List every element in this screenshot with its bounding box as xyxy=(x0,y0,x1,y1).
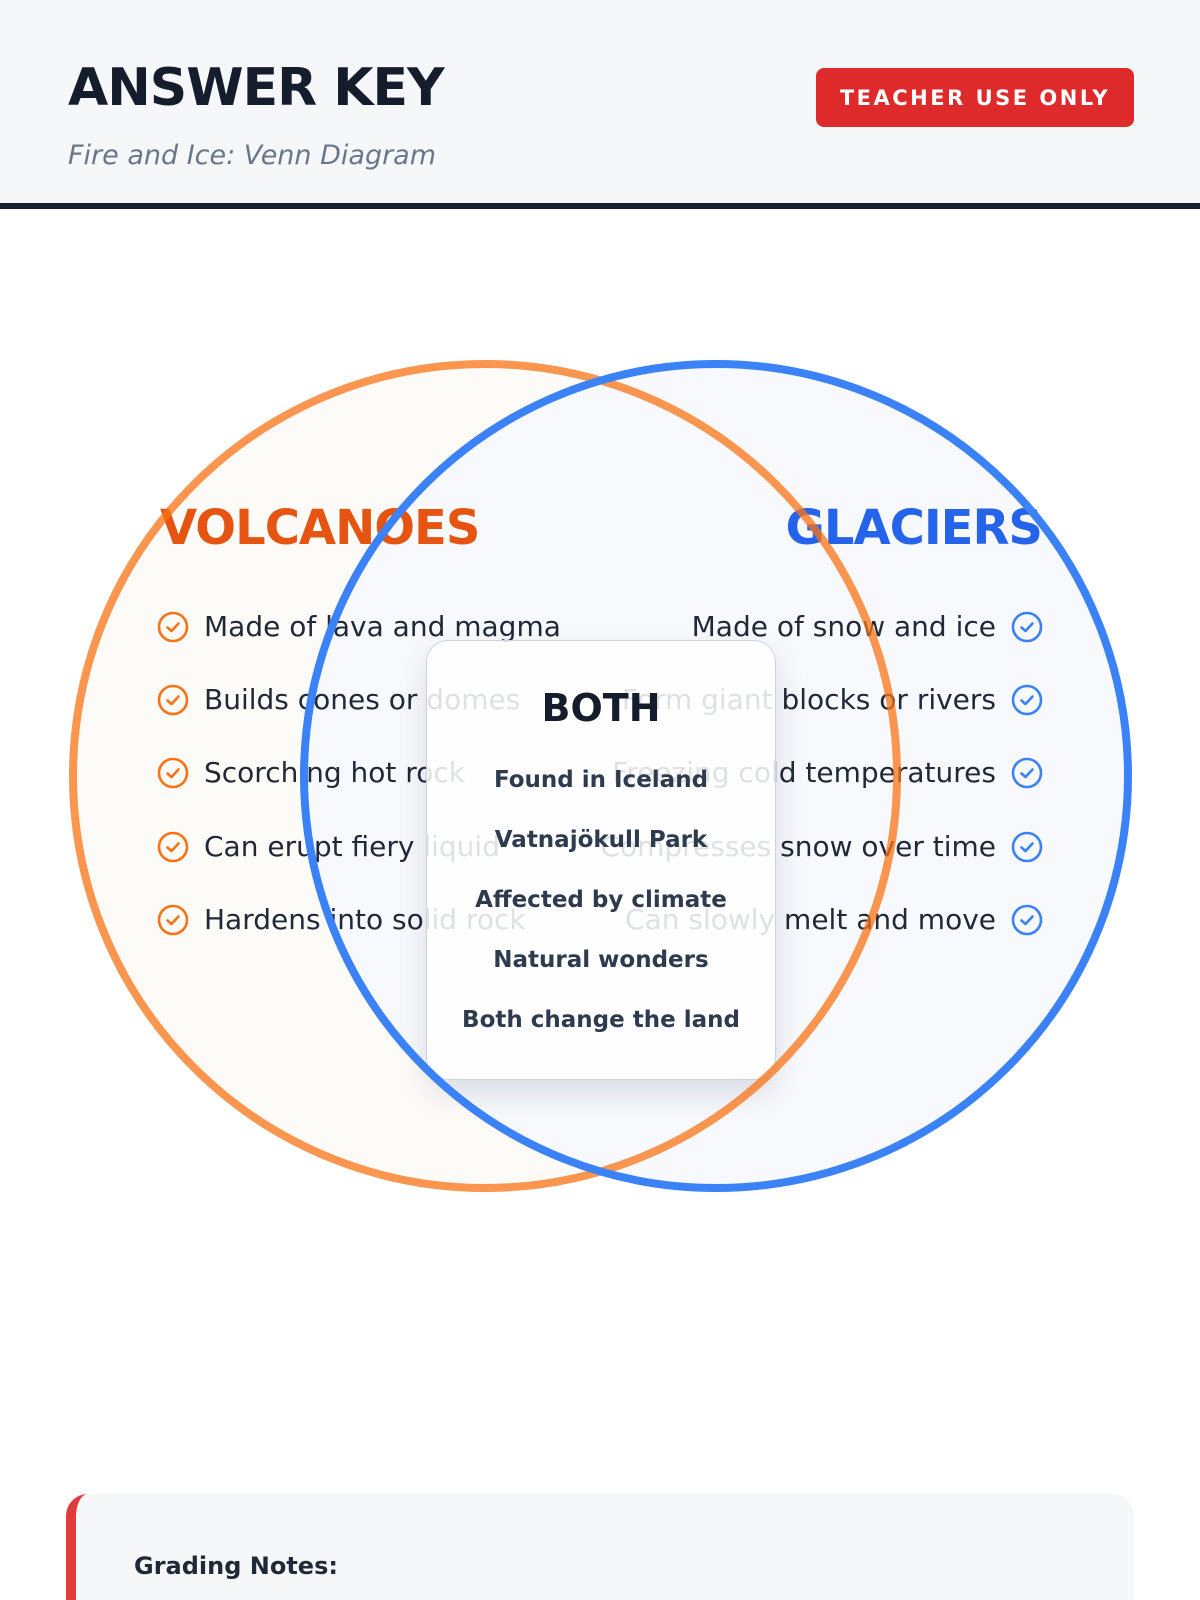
grading-notes-title: Grading Notes: xyxy=(134,1552,338,1580)
glacier-item-text: Made of snow and ice xyxy=(691,610,996,643)
both-item: Vatnajökull Park xyxy=(494,827,708,853)
check-circle-icon xyxy=(1011,904,1043,936)
both-title: BOTH xyxy=(541,686,661,730)
page-header: ANSWER KEY Fire and Ice: Venn Diagram TE… xyxy=(0,0,1200,209)
both-item: Natural wonders xyxy=(493,947,709,973)
volcanoes-title: VOLCANOES xyxy=(160,500,480,556)
glaciers-title: GLACIERS xyxy=(785,500,1043,556)
both-item: Both change the land xyxy=(462,1007,740,1033)
page-title: ANSWER KEY xyxy=(68,58,445,118)
both-item: Found in Iceland xyxy=(493,767,709,793)
check-circle-icon xyxy=(157,831,189,863)
both-card: BOTH Found in Iceland Vatnajökull Park A… xyxy=(426,640,776,1080)
check-circle-icon xyxy=(1011,684,1043,716)
teacher-use-badge: TEACHER USE ONLY xyxy=(816,68,1134,127)
check-circle-icon xyxy=(157,611,189,643)
check-circle-icon xyxy=(1011,831,1043,863)
page-subtitle: Fire and Ice: Venn Diagram xyxy=(68,140,437,171)
check-circle-icon xyxy=(157,684,189,716)
grading-notes: Grading Notes: xyxy=(66,1494,1134,1600)
both-item: Affected by climate xyxy=(475,887,727,913)
check-circle-icon xyxy=(157,904,189,936)
volcano-item: Scorching hot rock xyxy=(156,753,465,793)
check-circle-icon xyxy=(157,757,189,789)
check-circle-icon xyxy=(1011,611,1043,643)
check-circle-icon xyxy=(1011,757,1043,789)
volcano-item-text: Made of lava and magma xyxy=(204,610,561,643)
